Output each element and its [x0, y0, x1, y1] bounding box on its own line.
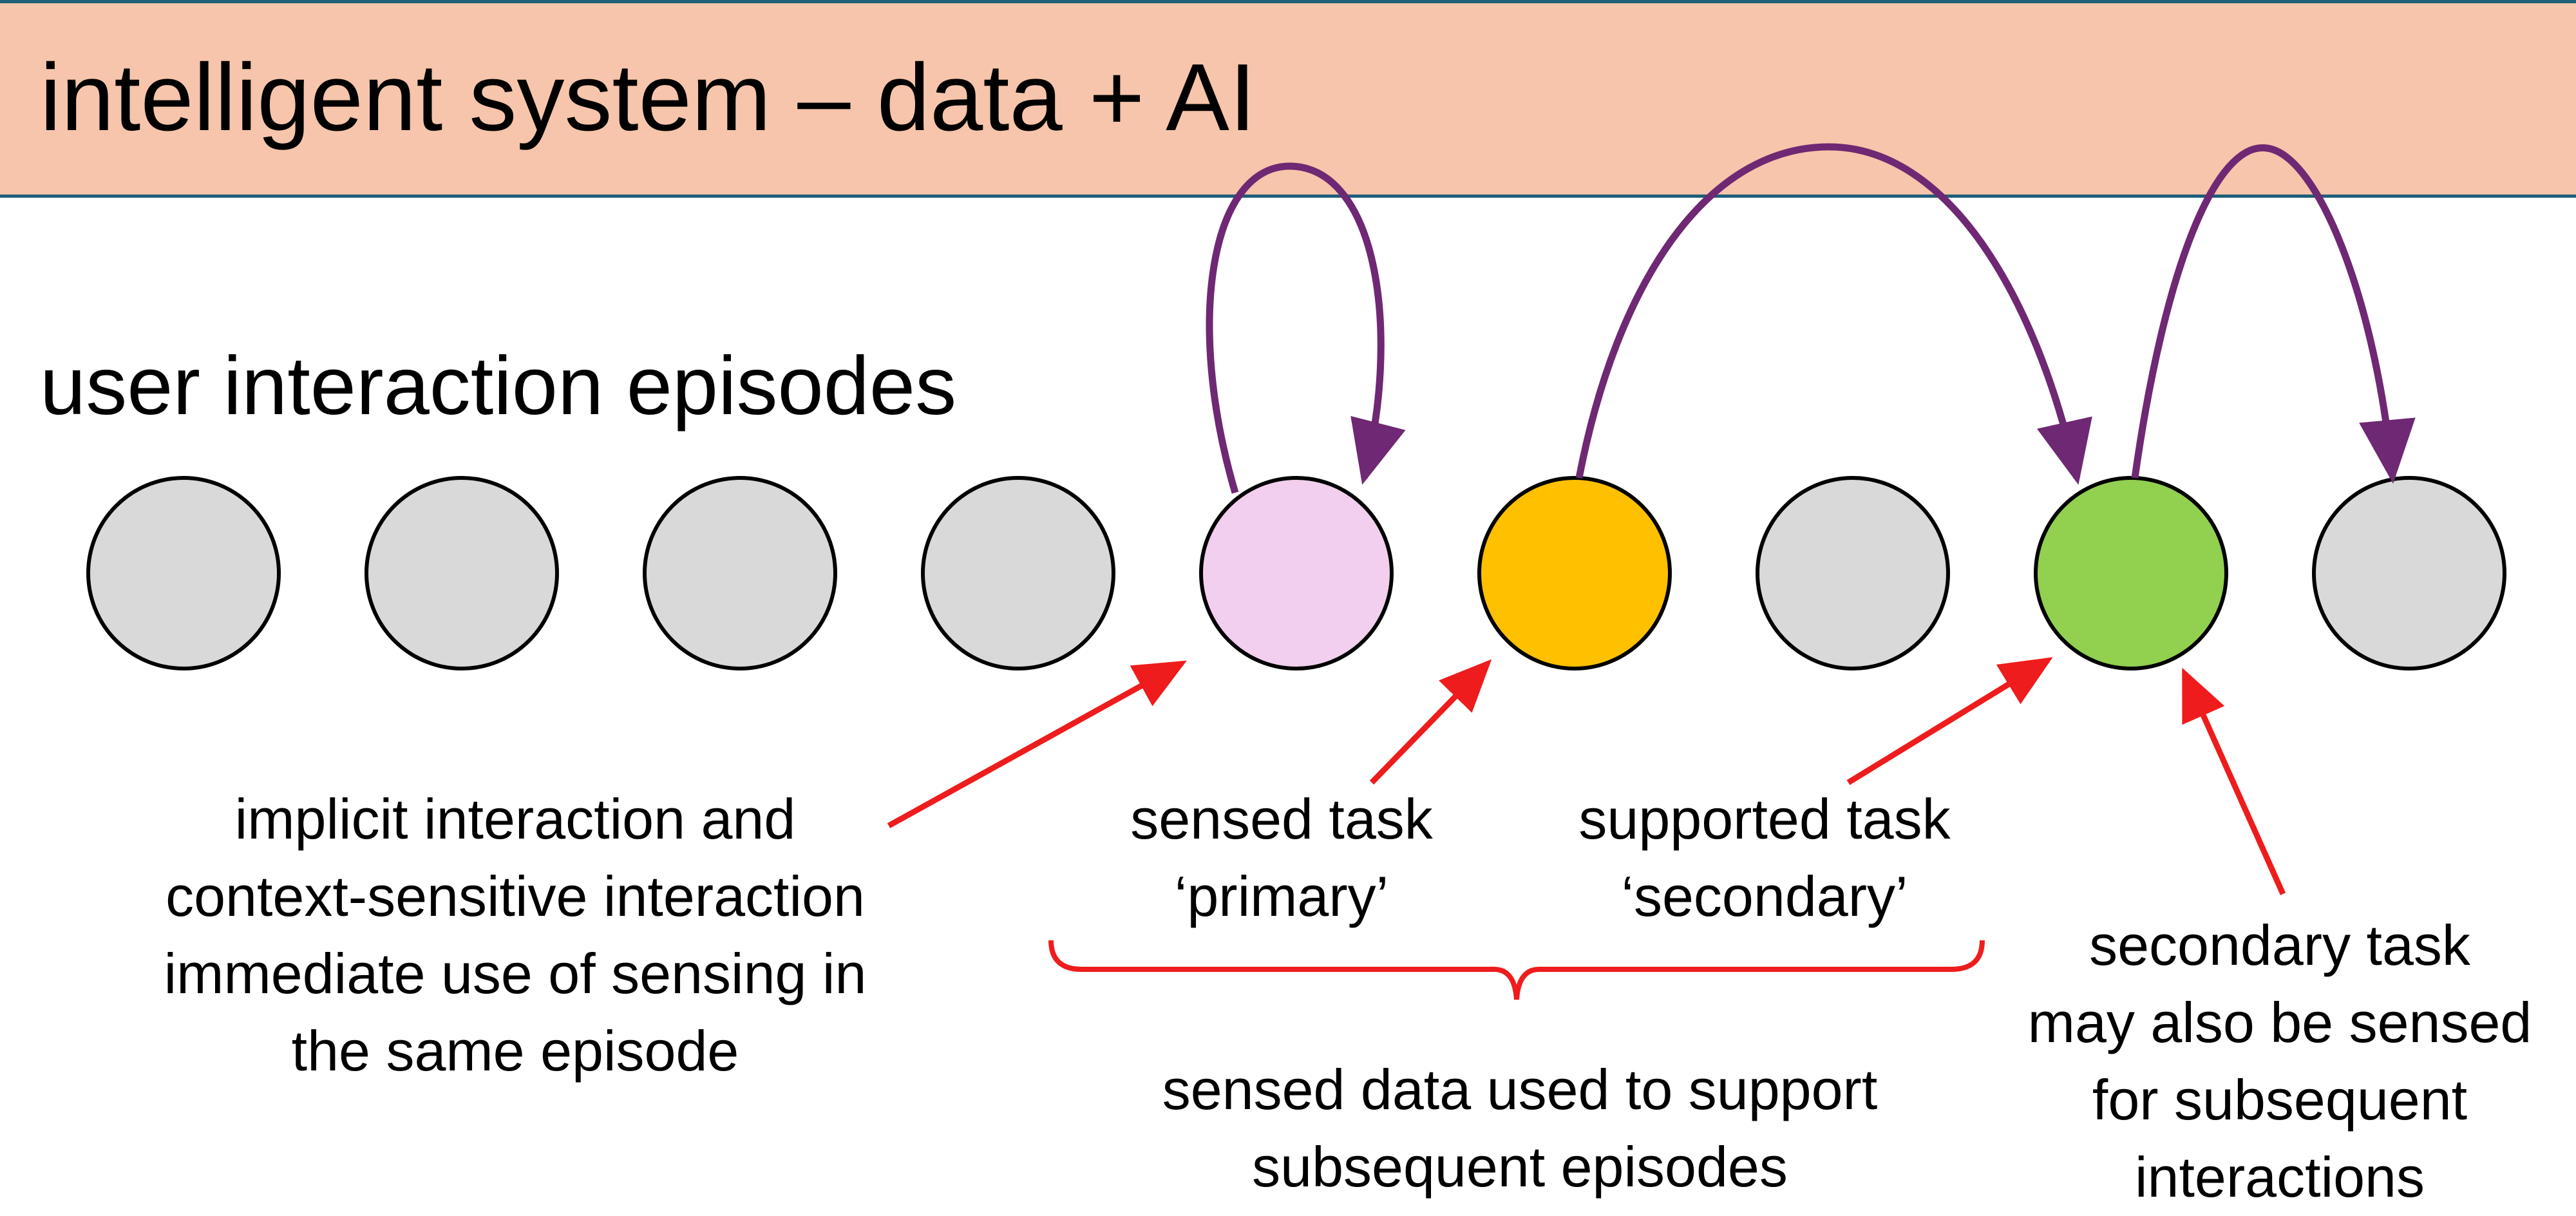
episode-circle-plain: [365, 476, 559, 670]
episode-circle-plain: [86, 476, 281, 670]
sensed-task-label: sensed task ‘primary’: [1130, 787, 1433, 928]
supported-task-pointer-arrow: [1846, 657, 2053, 785]
episode-circle-plain: [1756, 476, 1950, 670]
self-loop-arrow: [1206, 162, 1406, 494]
supported-task-label: supported task ‘secondary’: [1578, 787, 1951, 928]
episode-row: [86, 476, 2506, 670]
episode-circle-implicit: [1199, 476, 1394, 670]
sensed-data-label: sensed data used to support subsequent e…: [1162, 1058, 1878, 1199]
secondary-to-next-arrow: [2131, 144, 2416, 484]
episode-circle-plain: [643, 476, 837, 670]
implicit-pointer-arrow: [887, 660, 1187, 828]
sensed-task-pointer-arrow: [1369, 659, 1492, 785]
episode-circle-plain: [921, 476, 1115, 670]
implicit-interaction-label: implicit interaction and context-sensiti…: [164, 787, 867, 1083]
episode-circle-primary: [1477, 476, 1672, 670]
primary-to-secondary-arrow: [1575, 143, 2092, 485]
page-title: intelligent system – data + AI: [40, 44, 1256, 151]
secondary-sensed-label: secondary task may also be sensed for su…: [2027, 913, 2532, 1209]
episode-circle-secondary: [2034, 476, 2228, 670]
secondary-sensed-pointer-arrow: [2181, 667, 2286, 895]
section-heading: user interaction episodes: [40, 340, 957, 432]
episode-circle-plain: [2312, 476, 2506, 670]
curly-brace: [1048, 940, 1985, 1000]
